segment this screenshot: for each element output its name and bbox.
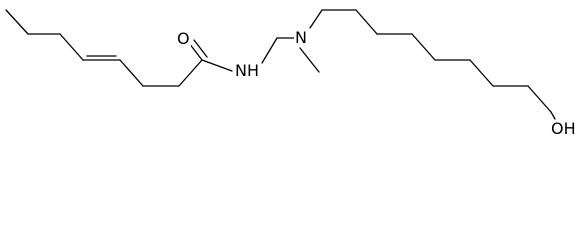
bond-n-methyl [299, 47, 320, 73]
bond-c2-c1 [178, 59, 203, 87]
bond-ci-oh [550, 111, 556, 120]
molecule-diagram: O NH N OH [5, 9, 577, 138]
amide-nitrogen-label: NH [234, 61, 260, 80]
bond-cb-cc [355, 9, 378, 35]
bond-c1-nh [201, 59, 233, 72]
bond-skeleton [5, 9, 556, 120]
bond-c1-o-second [193, 39, 208, 58]
bond-cd-ce [411, 33, 436, 61]
bond-cf-cg [469, 59, 494, 87]
bond-c8-c7 [5, 9, 29, 35]
hydroxyl-label: OH [550, 119, 577, 138]
bond-nh-ch2 [261, 37, 278, 64]
bond-c6-c5 [59, 33, 84, 61]
carbonyl-oxygen-label: O [176, 29, 191, 48]
bond-n-ca [309, 9, 323, 29]
bond-ch-ci [527, 85, 552, 113]
amine-nitrogen-label: N [294, 28, 308, 47]
bond-c1-o [188, 42, 203, 61]
bond-c4-c3 [119, 59, 144, 87]
